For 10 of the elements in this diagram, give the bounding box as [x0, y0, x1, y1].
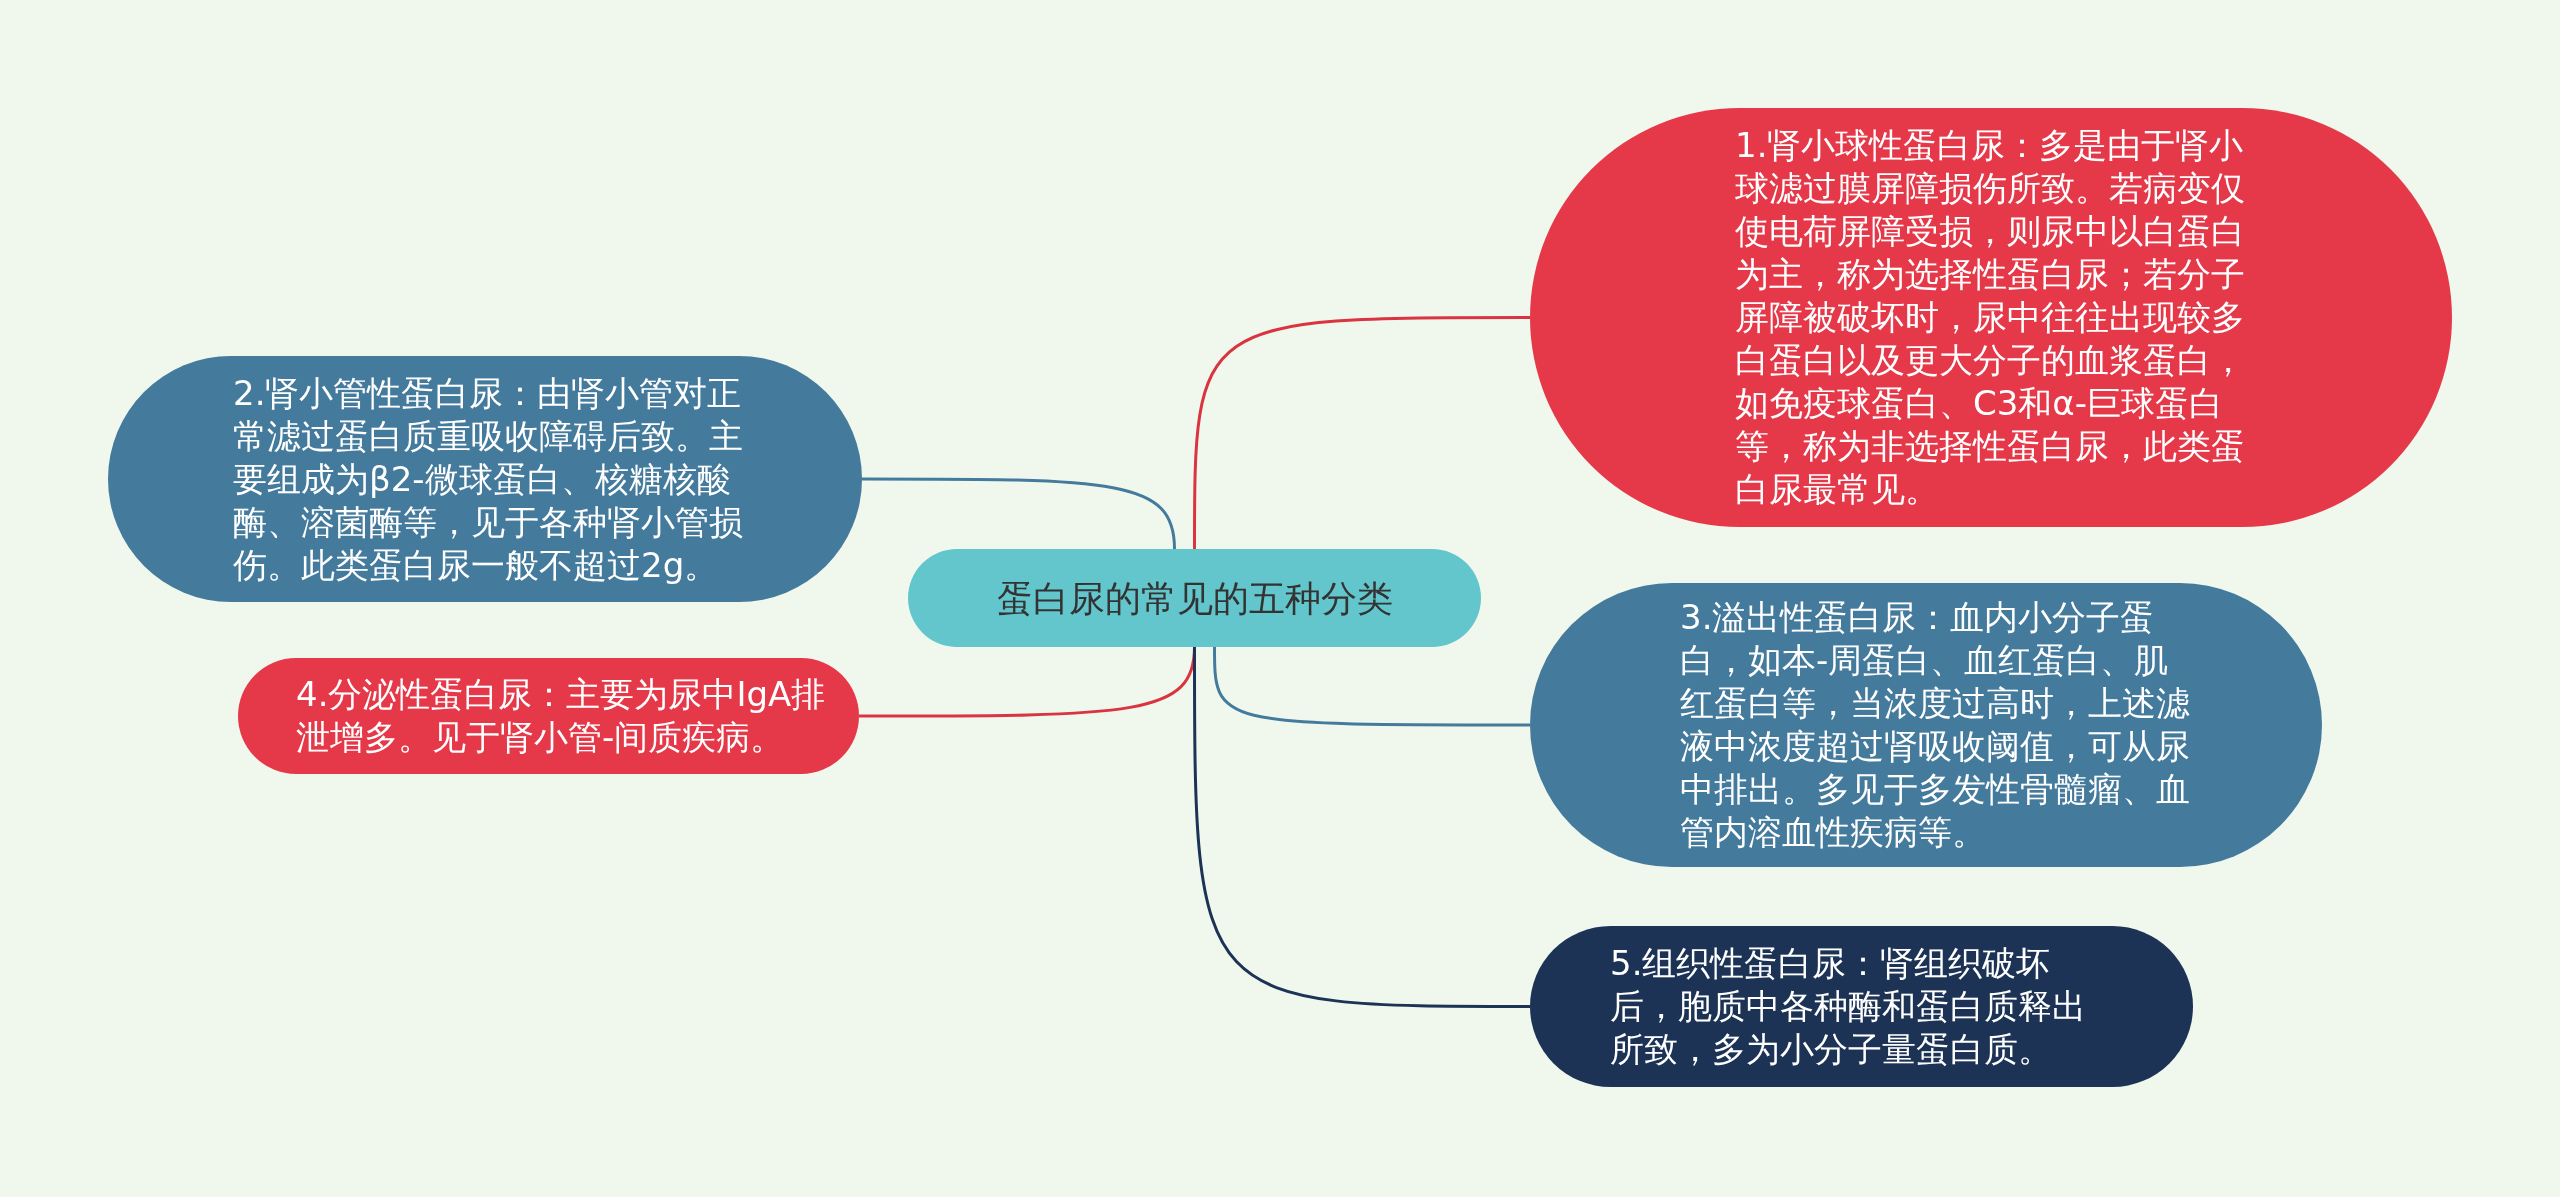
connector-line — [1193, 316, 1530, 549]
connector-line — [1213, 647, 1530, 727]
branch-text: 4.分泌性蛋白尿：主要为尿中IgA排泄增多。见于肾小管-间质疾病。 — [296, 673, 826, 759]
connector-line — [1193, 647, 1530, 1008]
topic-text: 蛋白尿的常见的五种分类 — [996, 576, 1393, 620]
connector-line — [862, 477, 1176, 550]
branch-text: 3.溢出性蛋白尿：血内小分子蛋白，如本-周蛋白、血红蛋白、肌红蛋白等，当浓度过高时，上述滤液中浓度超过肾吸收阈值，可从尿中排出。多见于多发性骨髓瘤、血管内溶血性疾病等。 — [1680, 596, 2190, 854]
branch-text: 2.肾小管性蛋白尿：由肾小管对正常滤过蛋白质重吸收障碍后致。主要组成为β2-微球蛋白、核糖核酸酶、溶菌酶等，见于各种肾小管损伤。此类蛋白尿一般不超过2g。 — [233, 371, 743, 587]
branch-text: 5.组织性蛋白尿：肾组织破坏后，胞质中各种酶和蛋白质释出所致，多为小分子量蛋白质。 — [1610, 942, 2087, 1071]
branch-text: 1.肾小球性蛋白尿：多是由于肾小球滤过膜屏障损伤所致。若病变仅使电荷屏障受损，则尿中以白蛋白为主，称为选择性蛋白尿；若分子屏障被破坏时，尿中往往出现较多白蛋白以及更大分子的血浆蛋白，如免疫球蛋白、C3和α-巨球蛋白等，称为非选择性蛋白尿，此类蛋白尿最常见。 — [1735, 124, 2246, 511]
